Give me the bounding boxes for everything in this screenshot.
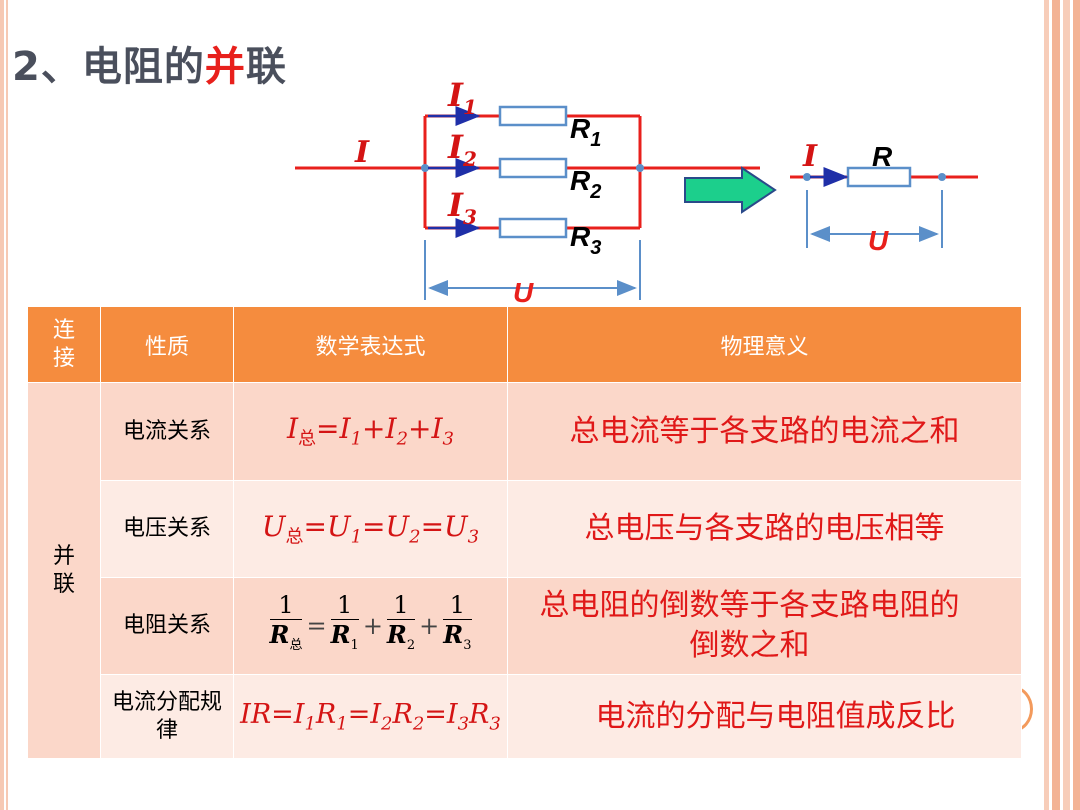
table-header-row: 连接 性质 数学表达式 物理意义 (27, 306, 1022, 383)
meaning-voltage: 总电压与各支路的电压相等 (507, 480, 1022, 578)
meaning-distribution: 电流的分配与电阻值成反比 (507, 674, 1022, 759)
expression-distribution: IR=I1R1=I2R2=I3R3 (233, 674, 508, 759)
table-row: 电压关系 U总=U1=U2=U3 总电压与各支路的电压相等 (28, 480, 1022, 578)
equivalent-junction-right (938, 173, 946, 181)
resistor-2 (498, 157, 568, 179)
label-branch-current-1: I1 (447, 76, 477, 119)
label-equivalent-voltage: U (868, 225, 889, 256)
property-voltage: 电压关系 (100, 480, 234, 578)
connection-cell: 并联 (27, 382, 101, 759)
meaning-resistance: 总电阻的倒数等于各支路电阻的倒数之和 (507, 577, 1022, 675)
label-equivalent-current: I (802, 139, 818, 174)
title-suffix: 联 (245, 44, 287, 90)
junction-right (636, 164, 644, 172)
label-total-current: I (354, 135, 370, 170)
label-branch-current-3: I3 (447, 186, 477, 229)
slide-frame-left (0, 0, 10, 810)
meaning-current: 总电流等于各支路的电流之和 (507, 382, 1022, 481)
header-expression: 数学表达式 (233, 306, 508, 383)
property-resistance: 电阻关系 (100, 577, 234, 675)
header-property: 性质 (100, 306, 234, 383)
expression-voltage: U总=U1=U2=U3 (233, 480, 508, 578)
equivalent-junction-left (803, 173, 811, 181)
label-r3: R3 (570, 221, 601, 259)
header-connection: 连接 (27, 306, 101, 383)
property-current: 电流关系 (100, 382, 234, 481)
label-branch-current-2: I2 (447, 128, 477, 171)
header-meaning: 物理意义 (507, 306, 1022, 383)
parallel-properties-table: 连接 性质 数学表达式 物理意义 并联 电流关系 I总=I1+I2+I3 总电流… (27, 306, 1022, 759)
expression-current: I总=I1+I2+I3 (233, 382, 508, 481)
label-r2: R2 (570, 165, 601, 203)
property-distribution: 电流分配规律 (100, 674, 234, 759)
equivalence-arrow (684, 166, 777, 214)
table-row: 电流分配规律 IR=I1R1=I2R2=I3R3 电流的分配与电阻值成反比 (28, 674, 1022, 759)
slide-title: 2、电阻的并联 (12, 34, 287, 92)
title-prefix: 2、电阻的 (12, 44, 205, 90)
label-r1: R1 (570, 113, 601, 151)
slide-frame-right (1040, 0, 1080, 810)
connection-text: 并联 (52, 543, 75, 597)
label-equivalent-resistor: R (872, 141, 893, 172)
header-connection-text: 连接 (52, 317, 75, 371)
label-voltage-left: U (513, 277, 534, 306)
table-row: 并联 电流关系 I总=I1+I2+I3 总电流等于各支路的电流之和 (27, 382, 1022, 759)
junction-left (421, 164, 429, 172)
resistor-1 (498, 105, 568, 127)
title-highlight: 并 (204, 44, 246, 90)
circuit-diagrams: I I1 I2 I3 R1 R2 R3 U I R U (295, 76, 978, 306)
resistor-3 (498, 217, 568, 239)
